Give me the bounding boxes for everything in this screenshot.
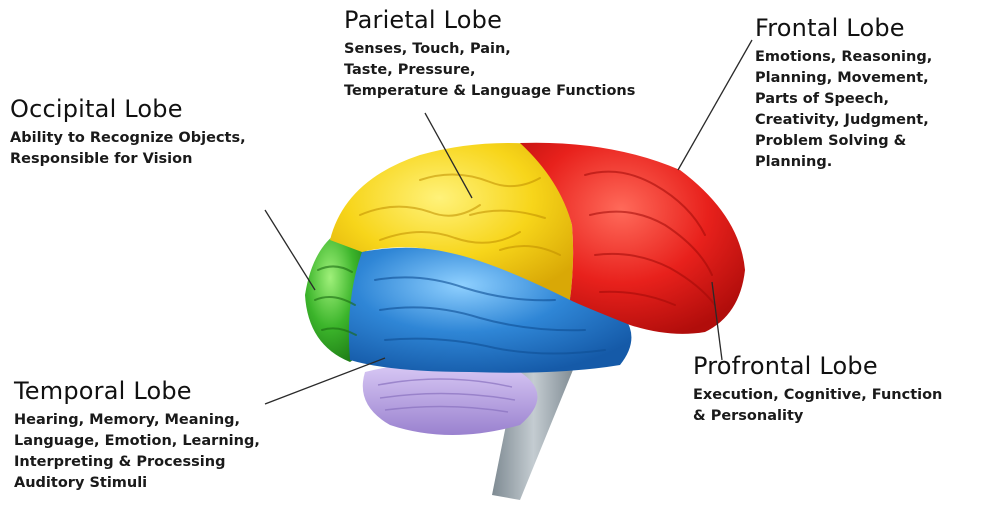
occipital-description: Ability to Recognize Objects, Responsibl… (10, 128, 246, 170)
occipital-leader (265, 210, 315, 290)
parietal-title: Parietal Lobe (344, 6, 635, 34)
temporal-description: Hearing, Memory, Meaning, Language, Emot… (14, 410, 260, 494)
frontal-label: Frontal Lobe Emotions, Reasoning, Planni… (755, 14, 932, 173)
occipital-title: Occipital Lobe (10, 95, 246, 123)
frontal-leader (678, 40, 752, 170)
temporal-title: Temporal Lobe (14, 377, 260, 405)
parietal-description: Senses, Touch, Pain, Taste, Pressure, Te… (344, 39, 635, 102)
prefrontal-label: Profrontal Lobe Execution, Cognitive, Fu… (693, 352, 942, 427)
parietal-label: Parietal Lobe Senses, Touch, Pain, Taste… (344, 6, 635, 102)
occipital-label: Occipital Lobe Ability to Recognize Obje… (10, 95, 246, 170)
prefrontal-description: Execution, Cognitive, Function & Persona… (693, 385, 942, 427)
frontal-description: Emotions, Reasoning, Planning, Movement,… (755, 47, 932, 173)
frontal-title: Frontal Lobe (755, 14, 932, 42)
temporal-label: Temporal Lobe Hearing, Memory, Meaning, … (14, 377, 260, 494)
prefrontal-title: Profrontal Lobe (693, 352, 942, 380)
